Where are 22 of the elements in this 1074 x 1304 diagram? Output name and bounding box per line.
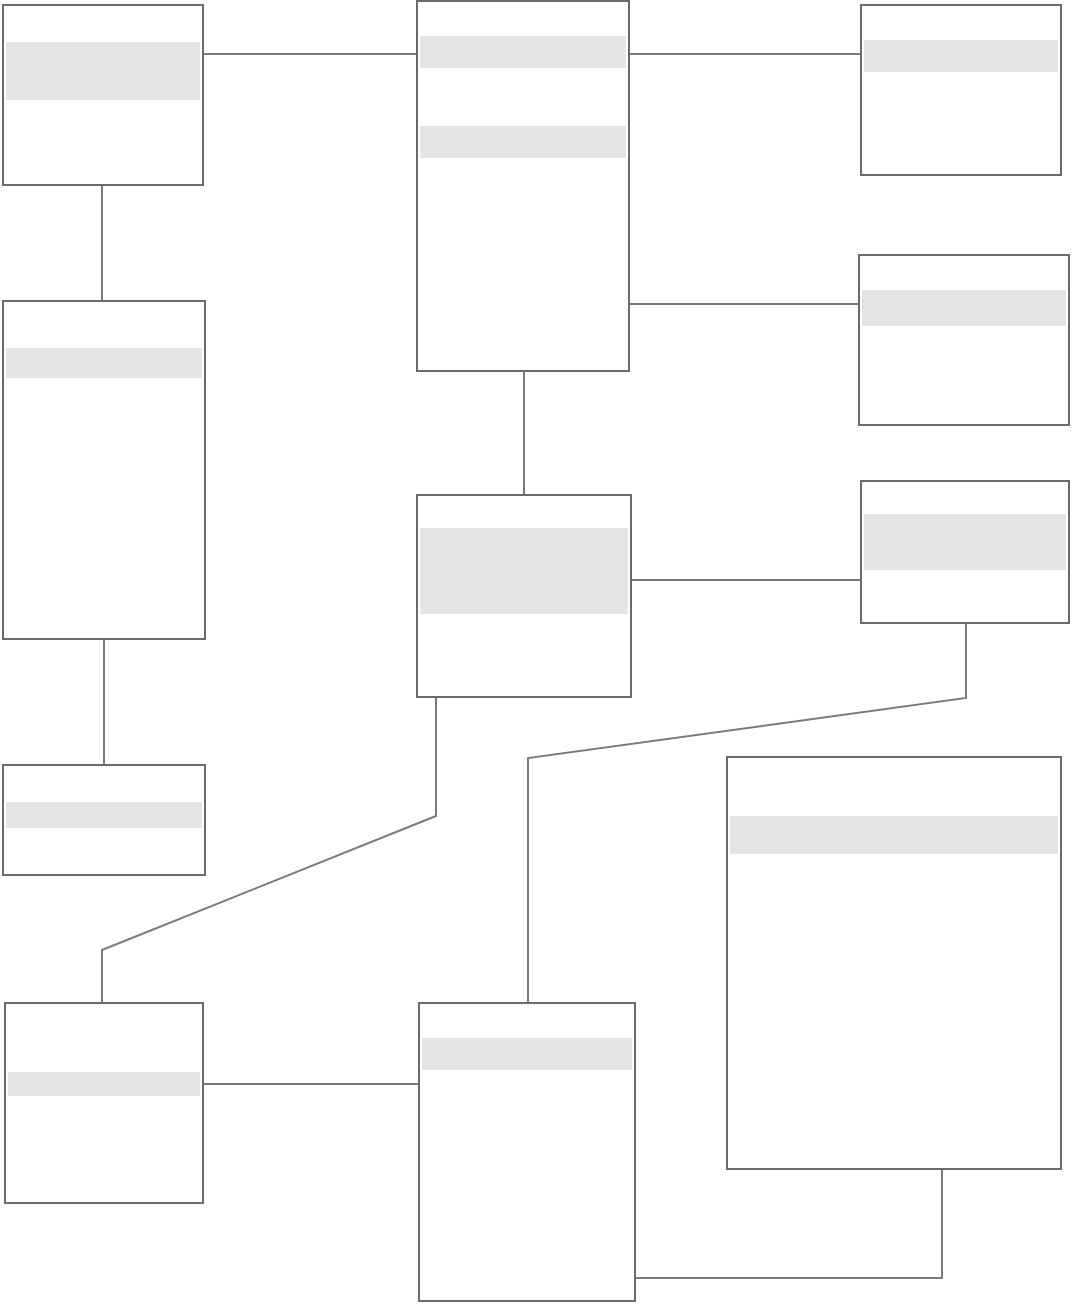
connector-line: [203, 53, 417, 55]
connector-line: [629, 53, 861, 55]
table-box: [860, 480, 1070, 624]
table-box: [2, 4, 204, 186]
table-box: [416, 0, 630, 372]
connector-line: [101, 697, 437, 1003]
table-box: [860, 4, 1062, 176]
table-box: [418, 1002, 636, 1302]
table-box: [726, 756, 1062, 1170]
connector-line: [203, 1083, 419, 1085]
connector-line: [527, 623, 967, 1003]
table-box: [4, 1002, 204, 1204]
connector-line: [631, 579, 861, 581]
connector-line: [103, 639, 105, 765]
connector-line: [523, 371, 525, 495]
table-box: [2, 764, 206, 876]
table-box: [2, 300, 206, 640]
connector-line: [101, 185, 103, 301]
table-box: [416, 494, 632, 698]
connector-line: [629, 303, 859, 305]
connector-line: [635, 1169, 943, 1279]
table-box: [858, 254, 1070, 426]
